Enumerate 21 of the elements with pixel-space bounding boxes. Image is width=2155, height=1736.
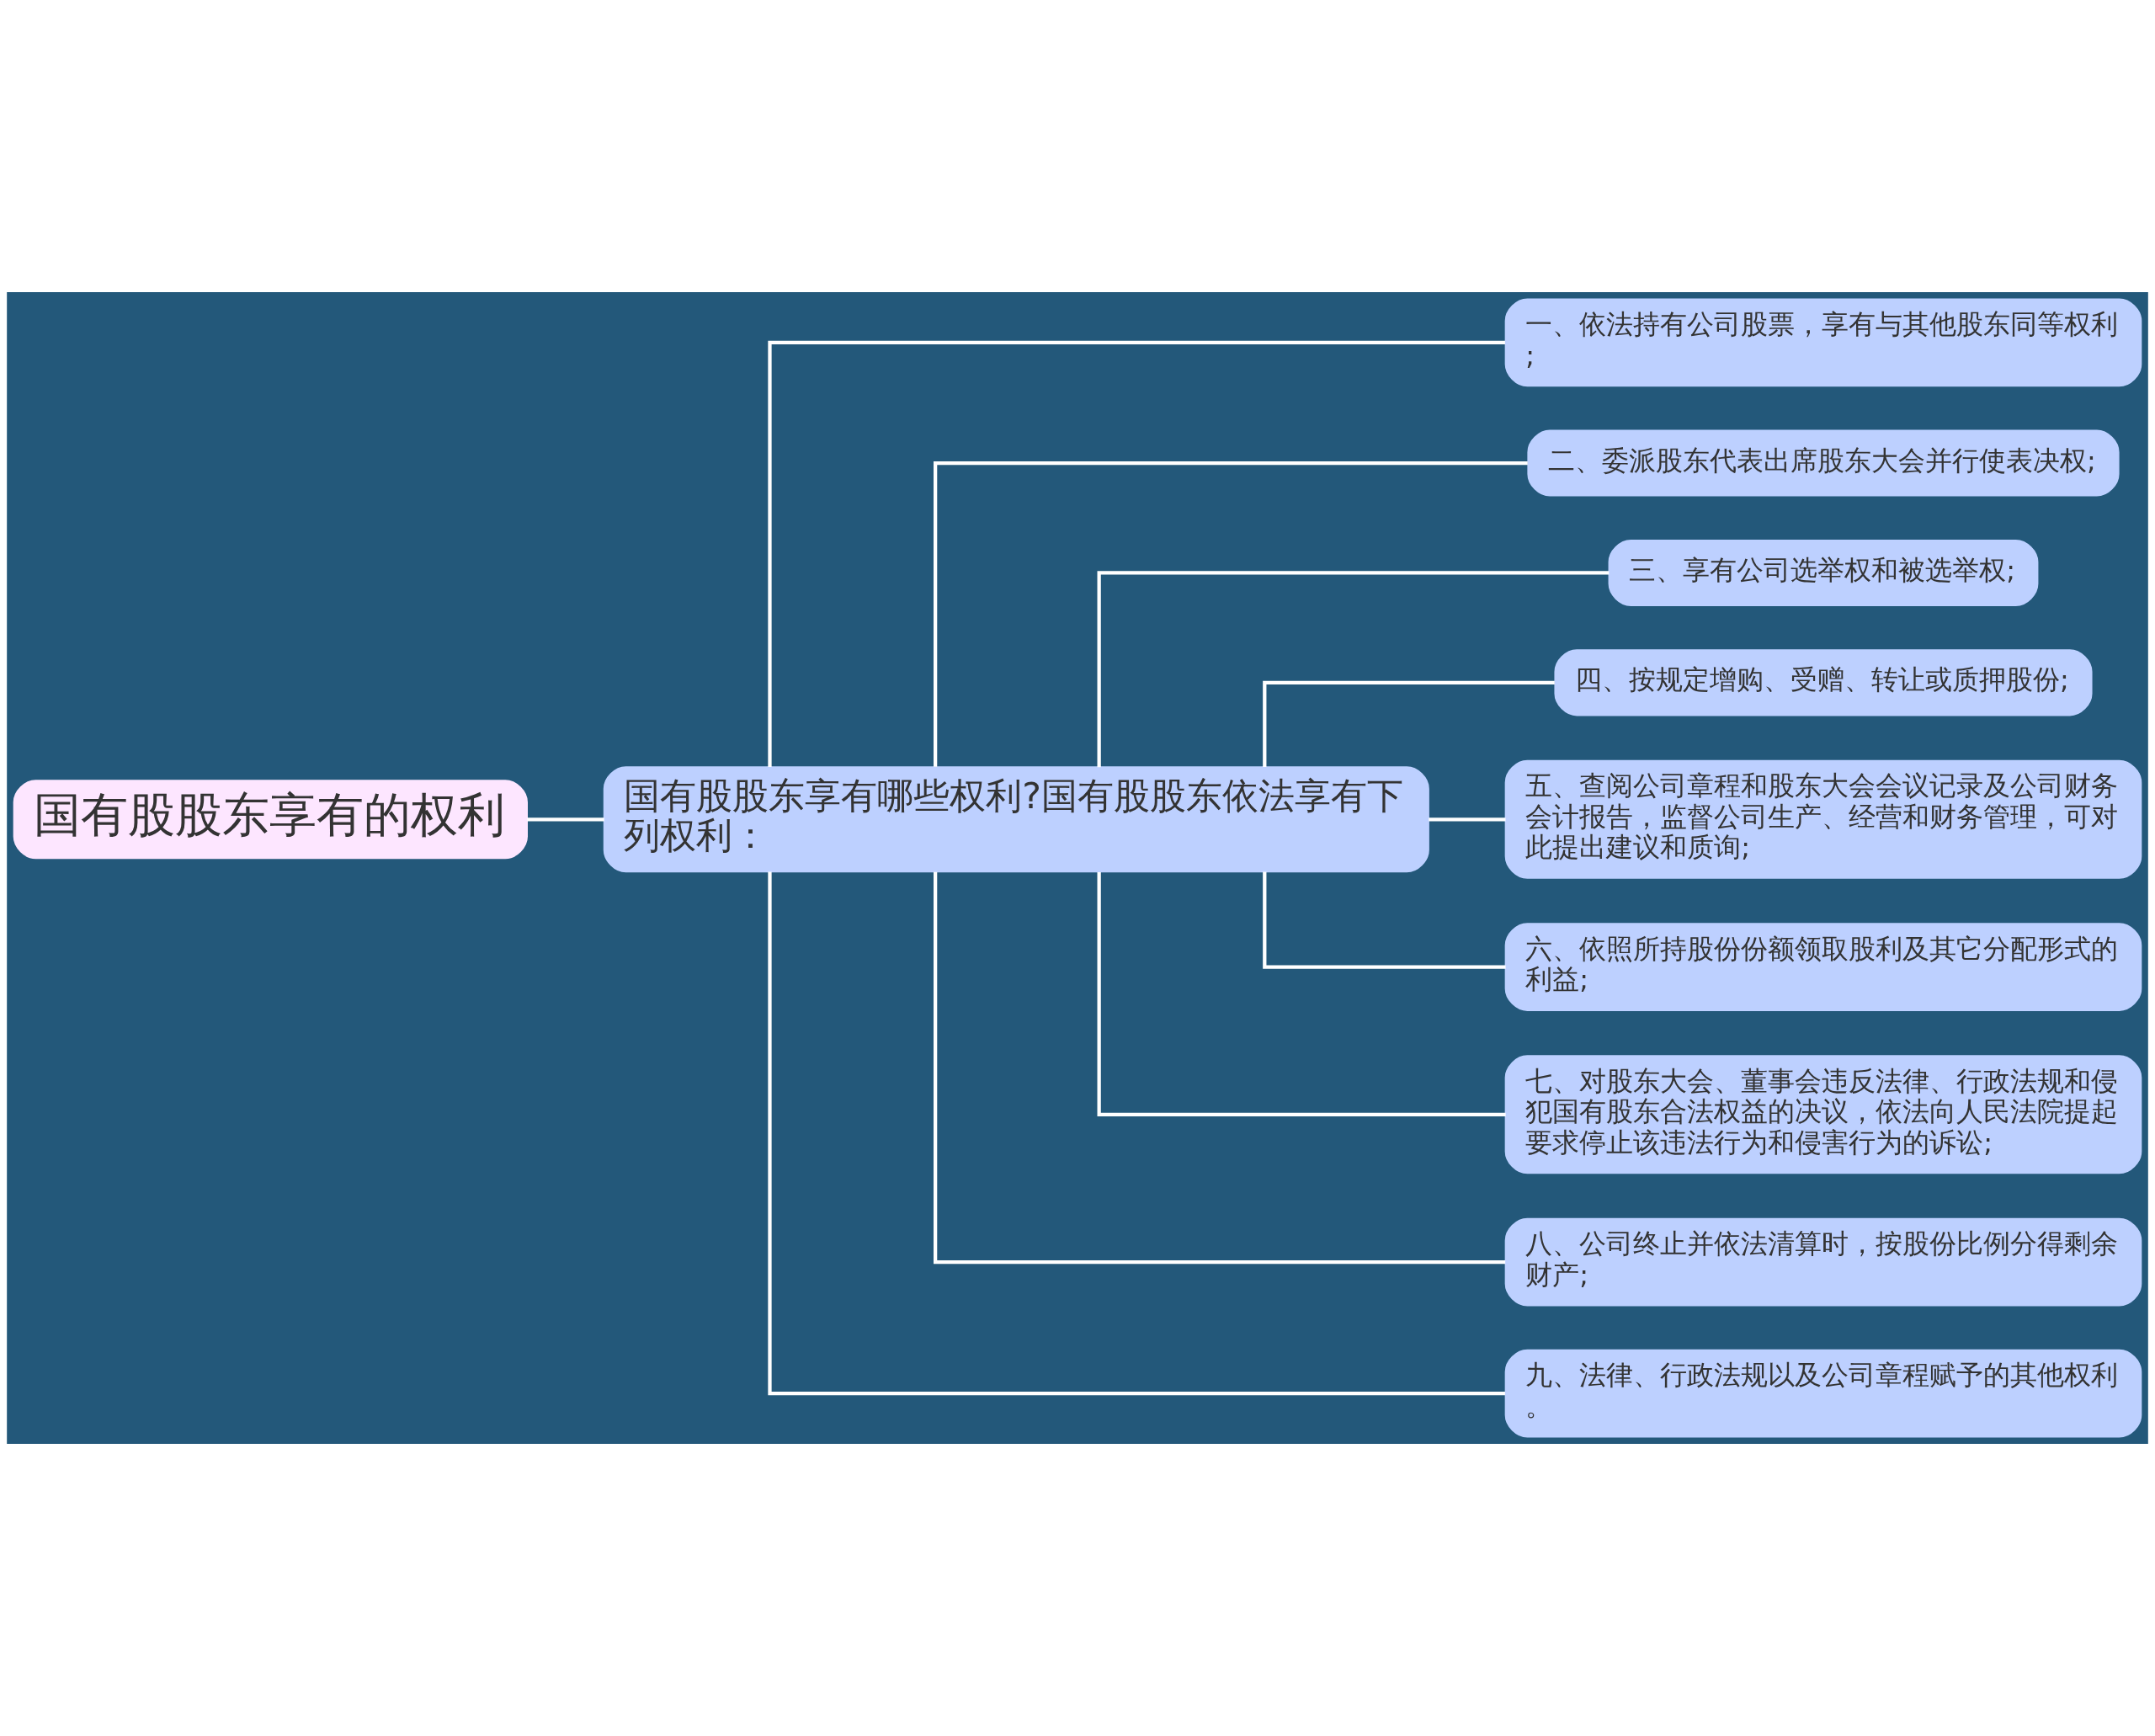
connector [768, 871, 1505, 1396]
node-box: 三、享有公司选举权和被选举权; [1608, 539, 2039, 606]
connector [1263, 871, 1506, 969]
node-box: 五、查阅公司章程和股东大会会议记录及公司财务会计报告，监督公司生产、经营和财务管理，可对此提出建议和质询; [1504, 759, 2142, 879]
connector [934, 461, 1528, 767]
node-box: 国有股股东享有的权利 [13, 780, 528, 860]
connector [527, 817, 604, 822]
node-box: 二、委派股东代表出席股东大会并行使表决权; [1527, 429, 2120, 497]
connector [1429, 817, 1506, 822]
node-box: 七、对股东大会、董事会违反法律、行政法规和侵犯国有股东合法权益的决议，依法向人民法院提起要求停止该违法行为和侵害行为的诉讼; [1504, 1055, 2142, 1174]
node-box: 国有股股东享有哪些权利?国有股股东依法享有下列权利： [603, 766, 1429, 873]
node-box: 一、依法持有公司股票，享有与其他股东同等权利; [1504, 298, 2142, 387]
connector [1097, 871, 1506, 1116]
connector [768, 340, 1505, 768]
connector [1263, 680, 1555, 767]
node-box: 六、依照所持股份份额领取股利及其它分配形式的利益; [1504, 923, 2142, 1011]
node-box: 四、按规定增购、受赠、转让或质押股份; [1554, 649, 2093, 716]
node-box: 八、公司终止并依法清算时，按股份比例分得剩余财产; [1504, 1217, 2142, 1307]
connector [934, 871, 1506, 1265]
node-box: 九、法律、行政法规以及公司章程赋予的其他权利。 [1504, 1349, 2142, 1438]
connector [1097, 571, 1610, 768]
